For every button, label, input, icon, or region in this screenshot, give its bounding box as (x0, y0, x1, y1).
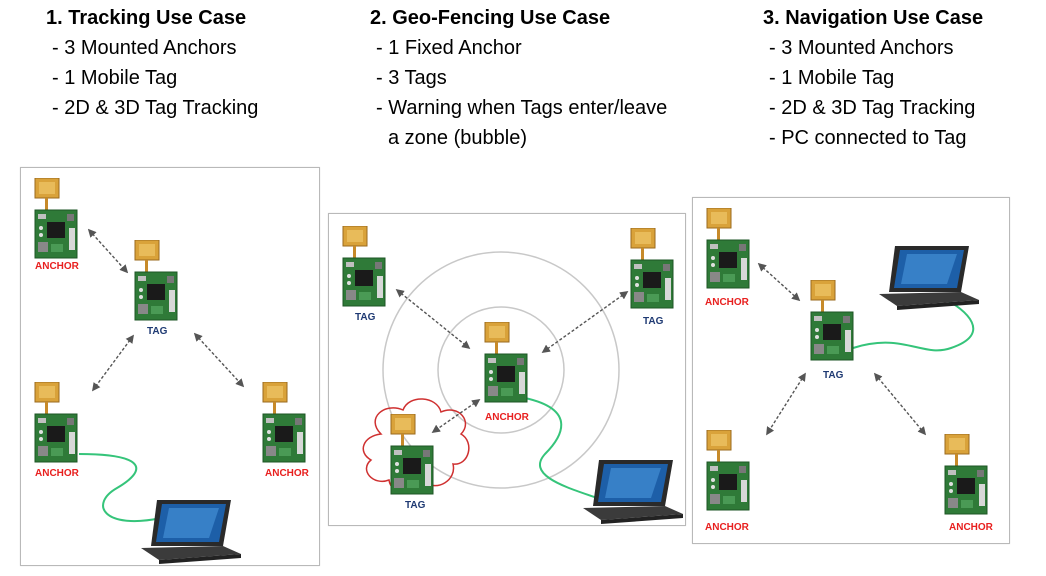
uwb-board-icon (262, 382, 306, 463)
section-item: - 1 Fixed Anchor (376, 37, 522, 59)
link-arrow (757, 262, 801, 302)
geofence-ring-icon (382, 251, 620, 489)
uwb-board-icon (34, 382, 78, 463)
geofence-ring-icon (437, 306, 565, 434)
section-title: 3. Navigation Use Case (763, 7, 984, 29)
anchor-label: ANCHOR (35, 468, 80, 479)
section-item: - 3 Tags (376, 67, 447, 89)
uwb-board-icon (810, 280, 854, 361)
tracking-diagram: ANCHOR TAG ANCHOR ANCHOR (34, 178, 310, 564)
tracking-diagram-panel: ANCHOR TAG ANCHOR ANCHOR (20, 167, 320, 566)
section-item: - 1 Mobile Tag (52, 67, 178, 89)
laptop-icon (879, 246, 979, 310)
uwb-board-icon (630, 228, 674, 309)
navigation-diagram-panel: ANCHOR TAG ANCHOR ANCHOR (692, 197, 1010, 544)
geo-fencing-use-case-text: 2. Geo-Fencing Use Case - 1 Fixed Anchor… (370, 4, 667, 153)
tag-label: TAG (147, 326, 168, 337)
anchor-label: ANCHOR (265, 468, 310, 479)
link-arrow (87, 228, 129, 274)
cloud-bubble-icon (362, 398, 470, 494)
uwb-board-icon (342, 226, 386, 307)
anchor-label: ANCHOR (705, 297, 750, 308)
usb-cable (524, 397, 598, 499)
uwb-board-icon (706, 430, 750, 511)
tag-label: TAG (823, 370, 844, 381)
tracking-use-case-text: 1. Tracking Use Case - 3 Mounted Anchors… (46, 4, 258, 123)
tag-label: TAG (643, 316, 664, 327)
uwb-board-icon (484, 322, 528, 403)
anchor-label: ANCHOR (949, 522, 994, 533)
anchor-label: ANCHOR (485, 412, 530, 423)
section-item-continued: a zone (bubble) (370, 123, 667, 153)
tag-label: TAG (405, 500, 426, 511)
uwb-board-icon (944, 434, 988, 515)
navigation-diagram: ANCHOR TAG ANCHOR ANCHOR (705, 208, 994, 533)
link-arrow (193, 332, 245, 388)
section-item: - 3 Mounted Anchors (769, 37, 954, 59)
geo-fencing-diagram-panel: TAG TAG ANCHOR TAG (328, 213, 686, 526)
link-arrow (395, 288, 471, 350)
tag-label: TAG (355, 312, 376, 323)
section-title: 1. Tracking Use Case (46, 7, 247, 29)
uwb-board-icon (390, 414, 434, 495)
section-item: - 3 Mounted Anchors (52, 37, 237, 59)
section-item: - 1 Mobile Tag (769, 67, 895, 89)
link-arrow (873, 372, 927, 436)
section-item: - Warning when Tags enter/leave (376, 97, 668, 119)
anchor-label: ANCHOR (705, 522, 750, 533)
laptop-icon (141, 500, 241, 564)
navigation-use-case-text: 3. Navigation Use Case - 3 Mounted Ancho… (763, 4, 983, 153)
usb-cable (852, 297, 975, 352)
uwb-board-icon (706, 208, 750, 289)
link-arrow (431, 399, 481, 433)
section-item-continuation: a zone (bubble) (388, 127, 527, 149)
uwb-board-icon (34, 178, 78, 259)
uwb-board-icon (134, 240, 178, 321)
section-item: - 2D & 3D Tag Tracking (769, 97, 976, 119)
usb-cable (78, 453, 162, 523)
laptop-icon (583, 460, 683, 524)
section-title: 2. Geo-Fencing Use Case (370, 7, 611, 29)
link-arrow (541, 291, 629, 353)
link-arrow (92, 334, 134, 392)
link-arrow (766, 372, 806, 436)
anchor-label: ANCHOR (35, 261, 80, 272)
section-item: - PC connected to Tag (769, 127, 967, 149)
section-item: - 2D & 3D Tag Tracking (52, 97, 259, 119)
geo-fencing-diagram: TAG TAG ANCHOR TAG (342, 226, 683, 524)
